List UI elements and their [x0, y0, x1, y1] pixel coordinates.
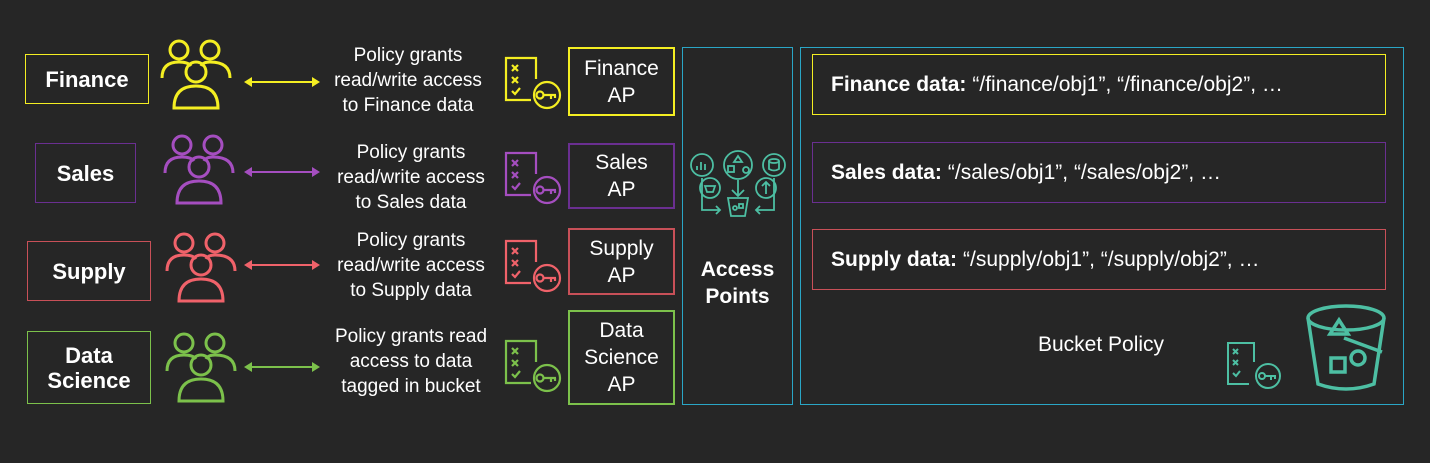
access-point-label: Finance AP: [584, 56, 659, 107]
policy-key-icon: [504, 56, 562, 110]
bucket-policy-label: Bucket Policy: [1038, 333, 1165, 356]
users-icon: [165, 232, 237, 303]
prefix-name: Supply data:: [831, 247, 958, 271]
prefix-name: Finance data:: [831, 72, 967, 96]
prefix-row-finance: Finance data: “/finance/obj1”, “/finance…: [812, 54, 1386, 115]
team-box-data-science: Data Science: [27, 331, 151, 404]
users-icon: [160, 39, 232, 110]
s3-bucket-icon: [1306, 304, 1386, 391]
access-point-label: Supply AP: [589, 236, 654, 287]
prefix-name: Sales data:: [831, 160, 942, 184]
double-arrow-icon: [244, 260, 320, 270]
policy-key-icon: [504, 151, 562, 205]
policy-key-icon: [504, 239, 562, 293]
double-arrow-icon: [244, 362, 320, 372]
bucket-container: [800, 47, 1404, 405]
access-point-data-science: Data Science AP: [568, 310, 675, 405]
team-label: Data Science: [47, 342, 131, 393]
access-point-sales: Sales AP: [568, 143, 675, 209]
policy-key-icon: [504, 339, 562, 393]
double-arrow-icon: [244, 167, 320, 177]
access-point-supply: Supply AP: [568, 228, 675, 295]
team-label: Finance: [45, 66, 129, 92]
team-box-finance: Finance: [25, 54, 149, 104]
prefix-row-supply: Supply data: “/supply/obj1”, “/supply/ob…: [812, 229, 1386, 290]
team-label: Sales: [56, 160, 115, 186]
prefix-paths: “/finance/obj1”, “/finance/obj2”, …: [972, 72, 1283, 96]
prefix-row-sales: Sales data: “/sales/obj1”, “/sales/obj2”…: [812, 142, 1386, 203]
access-point-label: Sales AP: [595, 151, 648, 201]
access-points-icon: [690, 150, 786, 217]
policy-description-supply: Policy grants read/write access to Suppl…: [337, 230, 485, 301]
policy-description-finance: Policy grants read/write access to Finan…: [334, 45, 482, 116]
access-points-column: [682, 47, 793, 405]
access-point-label: Data Science AP: [584, 319, 659, 396]
double-arrow-icon: [244, 77, 320, 87]
bucket-policy-icon: [1227, 342, 1281, 389]
prefix-paths: “/sales/obj1”, “/sales/obj2”, …: [947, 160, 1221, 184]
team-box-supply: Supply: [27, 241, 151, 301]
prefix-paths: “/supply/obj1”, “/supply/obj2”, …: [963, 247, 1260, 271]
access-points-label: Access Points: [700, 258, 775, 308]
policy-description-data-science: Policy grants read access to data tagged…: [334, 326, 488, 397]
policy-description-sales: Policy grants read/write access to Sales…: [337, 142, 485, 213]
team-label: Supply: [52, 258, 126, 284]
access-point-finance: Finance AP: [568, 47, 675, 116]
users-icon: [163, 134, 235, 205]
team-box-sales: Sales: [35, 143, 136, 203]
users-icon: [165, 332, 237, 403]
